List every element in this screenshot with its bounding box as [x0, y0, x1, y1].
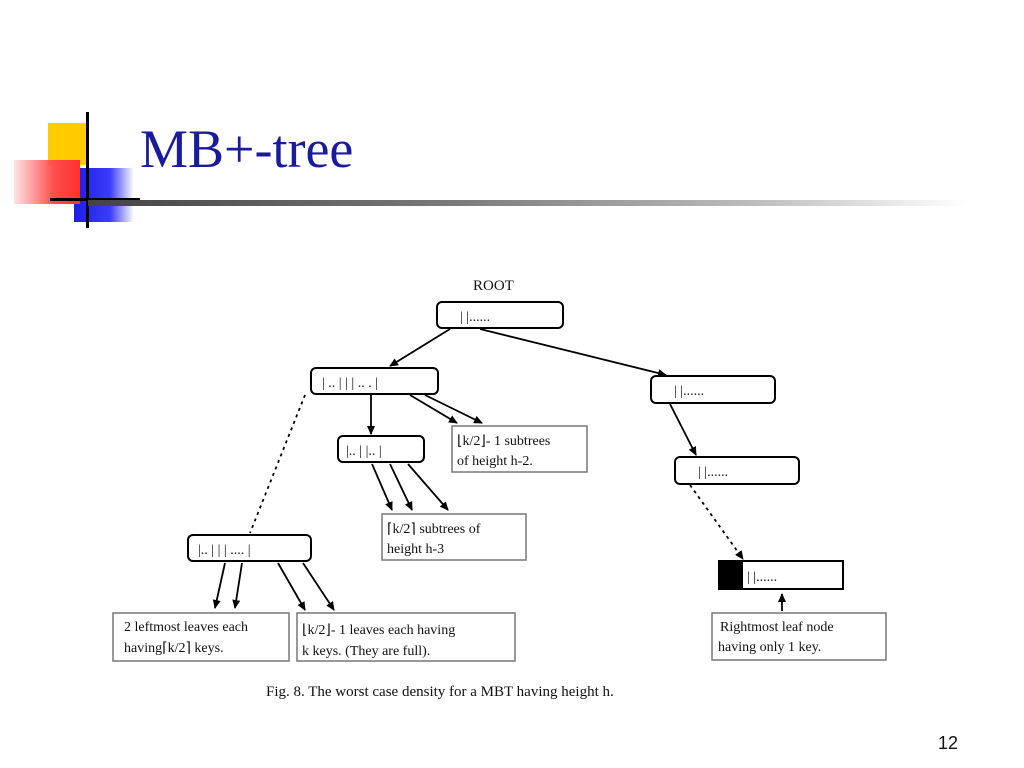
edge-mid-to-subtree-1	[371, 463, 393, 511]
edge-mid-to-subtree-2	[389, 463, 413, 511]
edge-leaf-to-leftmost-2	[232, 562, 243, 609]
root-node-label: | |......	[460, 310, 490, 325]
note-leftmost-leaves: 2 leftmost leaves each having⌈k/2⌉ keys.	[112, 612, 290, 662]
note-full-leaves: ⌊k/2⌋- 1 leaves each having k keys. (The…	[296, 612, 516, 662]
note-subtrees-h3-line1: ⌈k/2⌉ subtrees of	[387, 522, 481, 537]
root-node: | |......	[436, 301, 564, 329]
edge-left-to-leaf-dotted	[249, 394, 306, 534]
tree-figure: ROOT | |...... | .. | | | .. . | | |....…	[100, 268, 900, 708]
right-mid-node-label: | |......	[698, 465, 728, 480]
slide-logo	[0, 0, 140, 240]
level1-left-node-label: | .. | | | .. . |	[322, 376, 378, 391]
logo-red-square	[14, 160, 80, 204]
level1-right-node-label: | |......	[674, 384, 704, 399]
leaf-left-node: |.. | | | .... |	[187, 534, 312, 562]
figure-caption: Fig. 8. The worst case density for a MBT…	[266, 684, 614, 700]
note-full-leaves-line1: ⌊k/2⌋- 1 leaves each having	[302, 623, 455, 638]
logo-blue-square	[74, 168, 134, 222]
tree-edges	[212, 328, 786, 611]
mid-left-node: |.. | |.. |	[337, 435, 425, 463]
note-subtrees-h3: ⌈k/2⌉ subtrees of height h-3	[381, 513, 527, 561]
edge-leaf-to-leftmost-1	[212, 562, 226, 609]
level1-right-node: | |......	[650, 375, 776, 404]
logo-horizontal-line	[50, 198, 140, 201]
edge-root-to-left	[389, 328, 451, 367]
edge-rightmid-to-leaf-dotted	[689, 484, 744, 560]
note-rightmost-leaf: Rightmost leaf node having only 1 key.	[711, 612, 887, 661]
logo-yellow-square	[48, 123, 88, 165]
edge-root-to-right	[479, 328, 667, 377]
slide-number: 12	[938, 733, 959, 753]
note-subtrees-h3-line2: height h-3	[387, 542, 444, 557]
note-rightmost-leaf-line2: having only 1 key.	[718, 640, 821, 655]
root-label: ROOT	[473, 278, 514, 294]
note-subtrees-h2: ⌊k/2⌋- 1 subtrees of height h-2.	[451, 425, 588, 473]
note-subtrees-h2-line1: ⌊k/2⌋- 1 subtrees	[457, 434, 550, 449]
rightmost-leaf-node-label: | |......	[747, 570, 777, 585]
rightmost-leaf-key-block	[719, 561, 743, 589]
note-rightmost-leaf-line1: Rightmost leaf node	[720, 620, 834, 635]
logo-vertical-line	[86, 112, 89, 228]
edge-left-to-subtrees-2	[424, 394, 483, 424]
tree-diagram: ROOT | |...... | .. | | | .. . | | |....…	[112, 278, 887, 700]
edge-right-to-rightmid	[669, 403, 697, 456]
title-underline	[88, 200, 968, 206]
note-full-leaves-line2: k keys. (They are full).	[302, 644, 430, 659]
note-leftmost-leaves-line1: 2 leftmost leaves each	[124, 620, 248, 635]
right-mid-node: | |......	[674, 456, 800, 485]
mid-left-node-label: |.. | |.. |	[346, 444, 382, 459]
level1-left-node: | .. | | | .. . |	[310, 367, 439, 395]
edge-left-to-subtrees-1	[409, 394, 458, 424]
slide-title: MB+-tree	[140, 119, 354, 179]
edge-leaf-to-full-1	[277, 562, 306, 611]
edge-leaf-to-full-2	[302, 562, 335, 611]
edge-mid-to-subtree-3	[407, 463, 449, 511]
leaf-left-node-label: |.. | | | .... |	[198, 543, 251, 558]
rightmost-leaf-node: | |......	[718, 560, 844, 590]
note-leftmost-leaves-line2: having⌈k/2⌉ keys.	[124, 641, 224, 656]
note-subtrees-h2-line2: of height h-2.	[457, 454, 533, 469]
